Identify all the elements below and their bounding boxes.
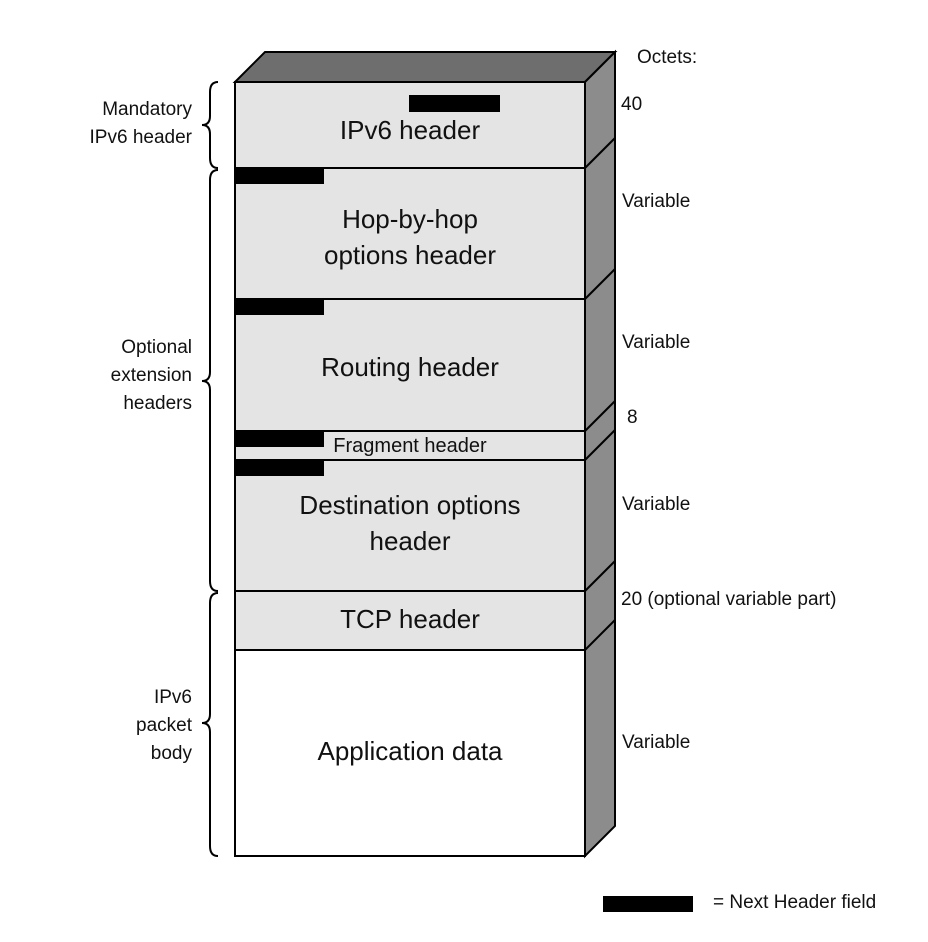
group-braces: [201, 81, 219, 857]
octets-tcp: 20 (optional variable part): [621, 589, 836, 610]
octets-destination-options: Variable: [622, 494, 690, 515]
side-separator: [584, 137, 616, 169]
octets-application-data: Variable: [622, 732, 690, 753]
group-optional-line-3: headers: [123, 393, 192, 414]
side-face-separators: [584, 137, 616, 651]
fragment-header-label: Fragment header: [333, 435, 487, 457]
group-body-line-1: IPv6: [154, 687, 192, 708]
box-top-face: [232, 51, 618, 83]
side-separator: [584, 429, 616, 461]
block-destination-options-header: Destination options header: [234, 459, 586, 592]
group-body-line-2: packet: [136, 715, 193, 736]
box-side-face: [584, 49, 616, 859]
brace-packet-body: [201, 592, 219, 857]
octets-fragment: 8: [627, 407, 638, 428]
side-separator: [584, 400, 616, 432]
next-header-field-marker: [235, 460, 324, 476]
side-separator: [584, 268, 616, 300]
side-separator: [584, 560, 616, 592]
application-data-label: Application data: [317, 736, 503, 766]
group-optional-line-1: Optional: [121, 337, 192, 358]
octets-ipv6-header: 40: [621, 94, 642, 115]
next-header-field-marker: [235, 168, 324, 184]
destination-options-label-line-2: header: [370, 526, 451, 556]
side-separator: [584, 619, 616, 651]
tcp-header-label: TCP header: [340, 604, 480, 634]
next-header-field-marker: [235, 431, 324, 447]
octets-heading: Octets:: [637, 47, 697, 68]
block-hop-by-hop-options-header: Hop-by-hop options header: [234, 167, 586, 300]
legend-next-header-swatch: [603, 896, 693, 912]
group-optional-line-2: extension: [111, 365, 192, 386]
group-mandatory-line-1: Mandatory: [102, 99, 192, 120]
octets-hop-by-hop: Variable: [622, 191, 690, 212]
ipv6-header-label: IPv6 header: [340, 115, 481, 145]
group-mandatory-line-2: IPv6 header: [90, 127, 193, 148]
block-tcp-header: TCP header: [234, 590, 586, 651]
destination-options-label-line-1: Destination options: [299, 490, 520, 520]
next-header-field-marker: [235, 299, 324, 315]
legend: = Next Header field: [603, 892, 876, 913]
octets-routing: Variable: [622, 332, 690, 353]
block-ipv6-header: IPv6 header: [234, 81, 586, 169]
brace-mandatory: [201, 81, 219, 169]
hop-by-hop-label-line-1: Hop-by-hop: [342, 204, 478, 234]
group-body-line-3: body: [151, 743, 193, 764]
brace-optional: [201, 169, 219, 592]
hop-by-hop-label-line-2: options header: [324, 240, 496, 270]
block-application-data: Application data: [234, 649, 586, 857]
legend-next-header-label: = Next Header field: [713, 892, 876, 913]
next-header-field-markers: [235, 95, 500, 476]
routing-header-label: Routing header: [321, 352, 499, 382]
next-header-field-marker: [409, 95, 500, 112]
block-routing-header: Routing header: [234, 298, 586, 432]
